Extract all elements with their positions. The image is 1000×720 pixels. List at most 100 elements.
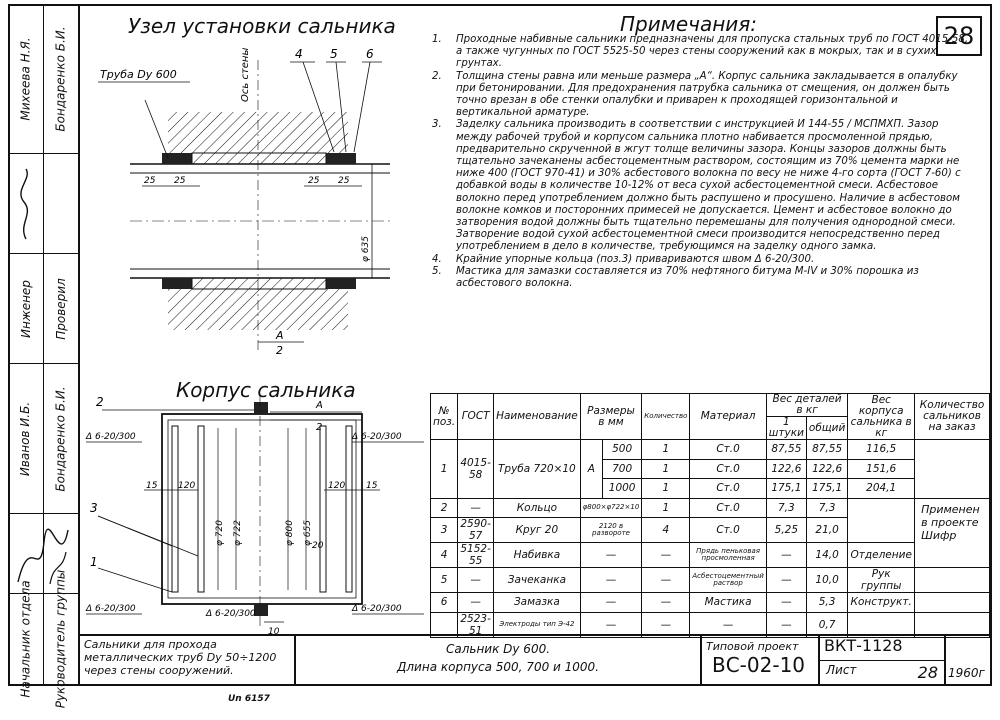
callout-3: 3 (90, 501, 98, 515)
callout-4: 4 (295, 47, 303, 61)
table-row: 2 — Кольцо φ800×φ722×10 1 Ст.0 7,3 7,3 П… (429, 497, 990, 568)
strip-cell-2 (8, 154, 78, 254)
callout-6: 6 (366, 47, 374, 61)
dim-120: 120 (328, 481, 345, 491)
dim-10: 10 (268, 627, 280, 636)
diameter-720: φ 720 (215, 520, 225, 546)
table-header: ГОСТ (457, 393, 495, 440)
dim-20: 20 (312, 541, 324, 551)
strip-role: Инженер (18, 279, 33, 338)
table-row: 2523-51 Электроды тип Э-42 — — — — 0,7 (429, 611, 990, 638)
sheet-number-box: 28 (936, 16, 982, 56)
weld-mark: Δ 6-20/300 (205, 609, 256, 619)
drawing-frame (8, 4, 992, 686)
strip-role: Руководитель группы (53, 569, 68, 709)
strip-name: Бондаренко Б.И. (53, 385, 68, 492)
dim-120: 120 (178, 481, 195, 491)
notes-list: 1.Проходные набивные сальники предназнач… (432, 34, 972, 290)
signature-strip: Михеева Н.Я. Бондаренко Б.И. Инженер Про… (8, 4, 80, 709)
project-code: ВС-02-10 (712, 653, 806, 677)
sheet-label: Лист (826, 663, 857, 677)
note-item: 3.Заделку сальника производить в соответ… (432, 119, 961, 253)
section-label-a: А (315, 400, 323, 411)
table-row: 4 5152-55 Набивка — — Прядь пеньковая пр… (429, 542, 990, 568)
section-label-2: 2 (316, 422, 322, 433)
callout-5: 5 (330, 47, 338, 61)
notes-heading: Примечания: (620, 12, 758, 36)
wall-axis-label: Ось стены (240, 48, 251, 102)
project-cell: Типовой проект ВС-02-10 (702, 636, 820, 686)
table-header: 1 штуки (765, 416, 807, 440)
weld-mark: Δ 6-20/300 (351, 604, 402, 614)
sheet-no: 28 (917, 663, 938, 682)
bottom-drawing-title: Корпус сальника (176, 378, 356, 402)
pipe-label: Труба Dy 600 (100, 68, 177, 81)
table-header: Вес корпуса сальника в кг (847, 393, 916, 440)
weld-mark: Δ 6-20/300 (85, 432, 136, 442)
drawing-name-2: Длина корпуса 500, 700 и 1000. (397, 660, 599, 674)
signature-mark (20, 168, 29, 240)
strip-cell-1: Михеева Н.Я. Бондаренко Б.И. (8, 4, 78, 154)
section-label-a: А (275, 329, 284, 342)
callout-2: 2 (96, 396, 104, 409)
note-item: 1.Проходные набивные сальники предназнач… (432, 34, 969, 70)
strip-role: Начальник отдела (18, 580, 33, 698)
strip-cell-5 (8, 514, 78, 594)
note-item: 2.Толщина стены равна или меньше размера… (432, 70, 958, 119)
table-row: 5 — Зачеканка — — Асбестоцементный раств… (429, 567, 990, 593)
weld-mark: Δ 6-20/300 (85, 604, 136, 614)
strip-name: Михеева Н.Я. (18, 36, 33, 121)
dim-25: 25 (174, 176, 186, 186)
table-header: № поз. (429, 393, 459, 440)
table-row: 1 4015-58 Труба 720×10 А 500 1 Ст.0 87,5… (429, 439, 990, 499)
title-block-desc: Сальники для прохода металлических труб … (80, 636, 296, 686)
weld-mark: Δ 6-20/300 (351, 432, 402, 442)
table-row: 1000 1 Ст.0 175,1 175,1 204,1 (431, 478, 990, 499)
doc-cell: ВКТ-1128 Лист 28 (820, 636, 946, 686)
bottom-drawing: 2 3 1 Δ 6-20/300 Δ 6-20/300 Δ 6-20/300 Δ… (85, 396, 424, 636)
strip-name: Иванов И.Б. (18, 401, 33, 476)
strip-role: Проверил (53, 277, 68, 340)
table-header-row: 1 штуки общий (431, 416, 990, 440)
specification-table: № поз. ГОСТ Наименование Размеры в мм Ко… (429, 393, 990, 638)
applied-in-project: Применен в проекте Шифр (914, 497, 990, 568)
year-cell: 1960г (948, 666, 985, 680)
title-block-name: Сальник Dy 600. Длина корпуса 500, 700 и… (296, 636, 702, 686)
diameter-800: φ 800 (285, 520, 295, 546)
diameter-655: φ 655 (303, 520, 313, 546)
table-header: Материал (689, 393, 767, 440)
section-label-2: 2 (276, 344, 283, 357)
dim-25: 25 (144, 176, 156, 186)
strip-cell-6: Начальник отдела Руководитель группы (8, 570, 78, 709)
title-block: Сальники для прохода металлических труб … (80, 634, 992, 686)
strip-cell-3: Инженер Проверил (8, 254, 78, 364)
doc-code: ВКТ-1128 (820, 636, 944, 661)
note-item: 4.Крайние упорные кольца (поз.3) привари… (432, 253, 815, 265)
top-drawing-title: Узел установки сальника (128, 14, 396, 38)
dim-25: 25 (338, 176, 350, 186)
note-item: 5.Мастика для замазки составляется из 70… (432, 265, 919, 290)
drawing-name-1: Сальник Dy 600. (445, 642, 551, 656)
diameter-label: φ 635 (361, 236, 371, 262)
project-label: Типовой проект (706, 640, 799, 653)
table-header: общий (805, 416, 849, 440)
table-row: 700 1 Ст.0 122,6 122,6 151,6 (431, 458, 990, 479)
dim-15: 15 (366, 481, 378, 491)
table-header: Наименование (493, 393, 581, 440)
dim-15: 15 (146, 481, 158, 491)
dim-25: 25 (308, 176, 320, 186)
diameter-722: φ 722 (233, 520, 243, 546)
table-header: Количество сальников на заказ (914, 393, 990, 440)
table-row: 6 — Замазка — — Мастика — 5,3 Конструкт. (429, 592, 990, 613)
table-header: Вес деталей в кг (765, 393, 849, 417)
strip-cell-4: Иванов И.Б. Бондаренко Б.И. (8, 364, 78, 514)
strip-name: Бондаренко Б.И. (53, 25, 68, 132)
table-header: Количество (641, 393, 691, 440)
footer-mark: Un 6157 (228, 694, 270, 704)
top-drawing: Труба Dy 600 Ось стены 4 5 6 25 25 25 25… (98, 47, 390, 357)
signature-mark (17, 528, 69, 585)
table-header-row: № поз. ГОСТ Наименование Размеры в мм Ко… (429, 393, 990, 440)
table-header: Размеры в мм (579, 393, 643, 440)
callout-1: 1 (90, 555, 98, 569)
table-row: 3 2590-57 Круг 20 2120 в развороте 4 Ст.… (429, 517, 990, 543)
